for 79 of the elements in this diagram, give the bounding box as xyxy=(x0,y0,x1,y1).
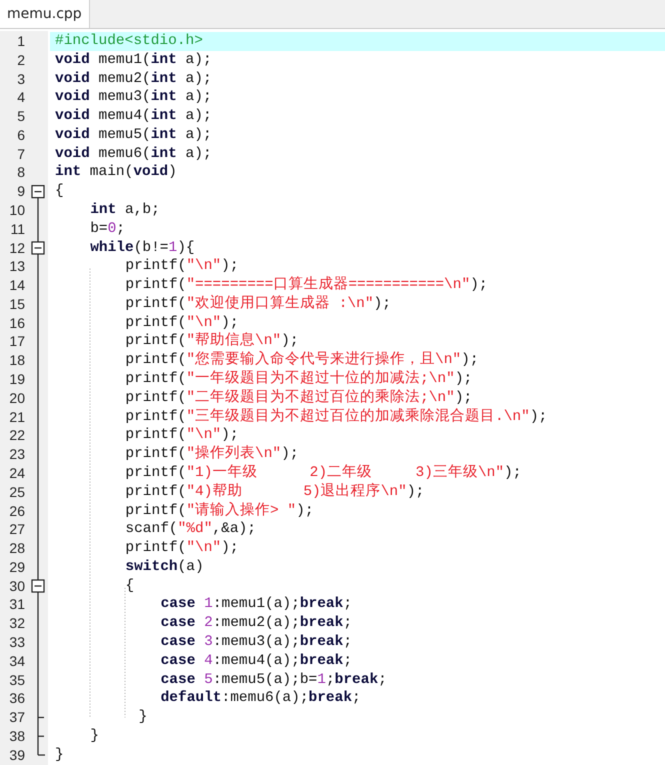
code-line: case 4:memu4(a);break; xyxy=(160,652,352,671)
line-number: 31 xyxy=(8,595,25,614)
code-line: void memu6(int a); xyxy=(55,144,212,164)
line-number: 20 xyxy=(8,388,25,408)
line-number: 3 xyxy=(16,70,25,89)
code-line: int main(void) xyxy=(55,163,177,182)
code-line: printf("\n"); xyxy=(125,257,239,276)
line-number: 35 xyxy=(8,670,25,690)
code-line: default:memu6(a);break; xyxy=(160,689,361,708)
line-number: 6 xyxy=(16,126,25,145)
line-number: 24 xyxy=(8,464,25,483)
code-line: scanf("%d",&a); xyxy=(125,520,256,540)
line-number: 2 xyxy=(16,50,25,70)
code-line: #include<stdio.h> xyxy=(55,32,203,51)
line-number: 8 xyxy=(16,163,25,182)
code-line: while(b!=1){ xyxy=(90,238,195,258)
code-line: printf("欢迎使用口算生成器 :\n"); xyxy=(125,294,391,314)
code-line: } xyxy=(55,746,64,765)
line-number: 14 xyxy=(8,276,25,296)
code-line: switch(a) xyxy=(125,558,204,577)
line-number: 15 xyxy=(8,294,25,314)
line-number: 29 xyxy=(8,558,25,577)
line-number: 25 xyxy=(8,482,25,502)
code-line: case 3:memu3(a);break; xyxy=(160,632,352,652)
code-line: { xyxy=(125,576,134,596)
line-number: 19 xyxy=(8,370,25,390)
line-number: 11 xyxy=(9,220,25,239)
line-number: 32 xyxy=(8,614,25,634)
code-line: printf("1)一年级 2)二年级 3)三年级\n"); xyxy=(125,464,522,483)
line-number: 17 xyxy=(8,332,25,352)
code-line: printf("请输入操作> "); xyxy=(125,502,314,520)
code-line: case 1:memu1(a);break; xyxy=(160,595,352,614)
line-number: 33 xyxy=(8,632,25,652)
code-line: } xyxy=(138,708,148,728)
code-line: int a,b; xyxy=(90,201,160,220)
line-number: 37 xyxy=(8,708,25,728)
line-number: 30 xyxy=(8,576,25,596)
line-number: 26 xyxy=(8,502,25,520)
line-number: 34 xyxy=(8,652,25,671)
code-line: b=0; xyxy=(90,220,125,239)
line-number: 1 xyxy=(16,32,25,51)
line-number: 13 xyxy=(8,257,25,276)
code-line: void memu4(int a); xyxy=(55,107,212,126)
code-line: { xyxy=(55,182,64,202)
code-line: printf("\n"); xyxy=(125,314,239,332)
line-number: 27 xyxy=(8,520,25,540)
line-number: 9 xyxy=(16,182,25,202)
code-line: printf("4)帮助 5)退出程序\n"); xyxy=(125,482,424,502)
code-line: printf("=========口算生成器===========\n"); xyxy=(125,276,488,294)
code-line: printf("您需要输入命令代号来进行操作，且\n"); xyxy=(125,351,479,370)
line-number: 39 xyxy=(8,746,25,765)
line-number: 18 xyxy=(8,351,25,370)
code-line: case 2:memu2(a);break; xyxy=(160,614,352,634)
code-line: printf("一年级题目为不超过十位的加减法;\n"); xyxy=(125,370,472,389)
line-number: 12 xyxy=(8,238,25,258)
code-line: void memu5(int a); xyxy=(55,126,212,145)
code-line: case 5:memu5(a);b=1;break; xyxy=(160,670,387,690)
code-line: } xyxy=(90,726,99,746)
code-line: printf("操作列表\n"); xyxy=(125,445,299,464)
code-line: void memu2(int a); xyxy=(55,70,212,89)
line-number: 22 xyxy=(8,426,25,446)
line-number: 10 xyxy=(8,201,25,220)
line-number: 4 xyxy=(16,88,25,108)
file-tab: memu.cpp xyxy=(0,0,90,28)
code-line: printf("三年级题目为不超过百位的加减乘除混合题目.\n"); xyxy=(125,408,548,427)
code-line: printf("帮助信息\n"); xyxy=(125,332,299,351)
code-line: void memu3(int a); xyxy=(55,88,212,108)
code-line: printf("\n"); xyxy=(125,539,239,558)
line-number: 21 xyxy=(8,408,25,427)
line-number: 38 xyxy=(8,726,25,746)
line-number: 5 xyxy=(16,107,25,126)
line-number: 7 xyxy=(16,144,25,164)
code-line: void memu1(int a); xyxy=(55,50,212,70)
line-number: 36 xyxy=(8,689,25,708)
code-line: printf("\n"); xyxy=(125,426,239,445)
code-line: printf("二年级题目为不超过百位的乘除法;\n"); xyxy=(125,388,472,408)
line-number: 28 xyxy=(8,539,25,558)
line-number: 23 xyxy=(8,445,25,464)
line-number: 16 xyxy=(8,314,25,333)
